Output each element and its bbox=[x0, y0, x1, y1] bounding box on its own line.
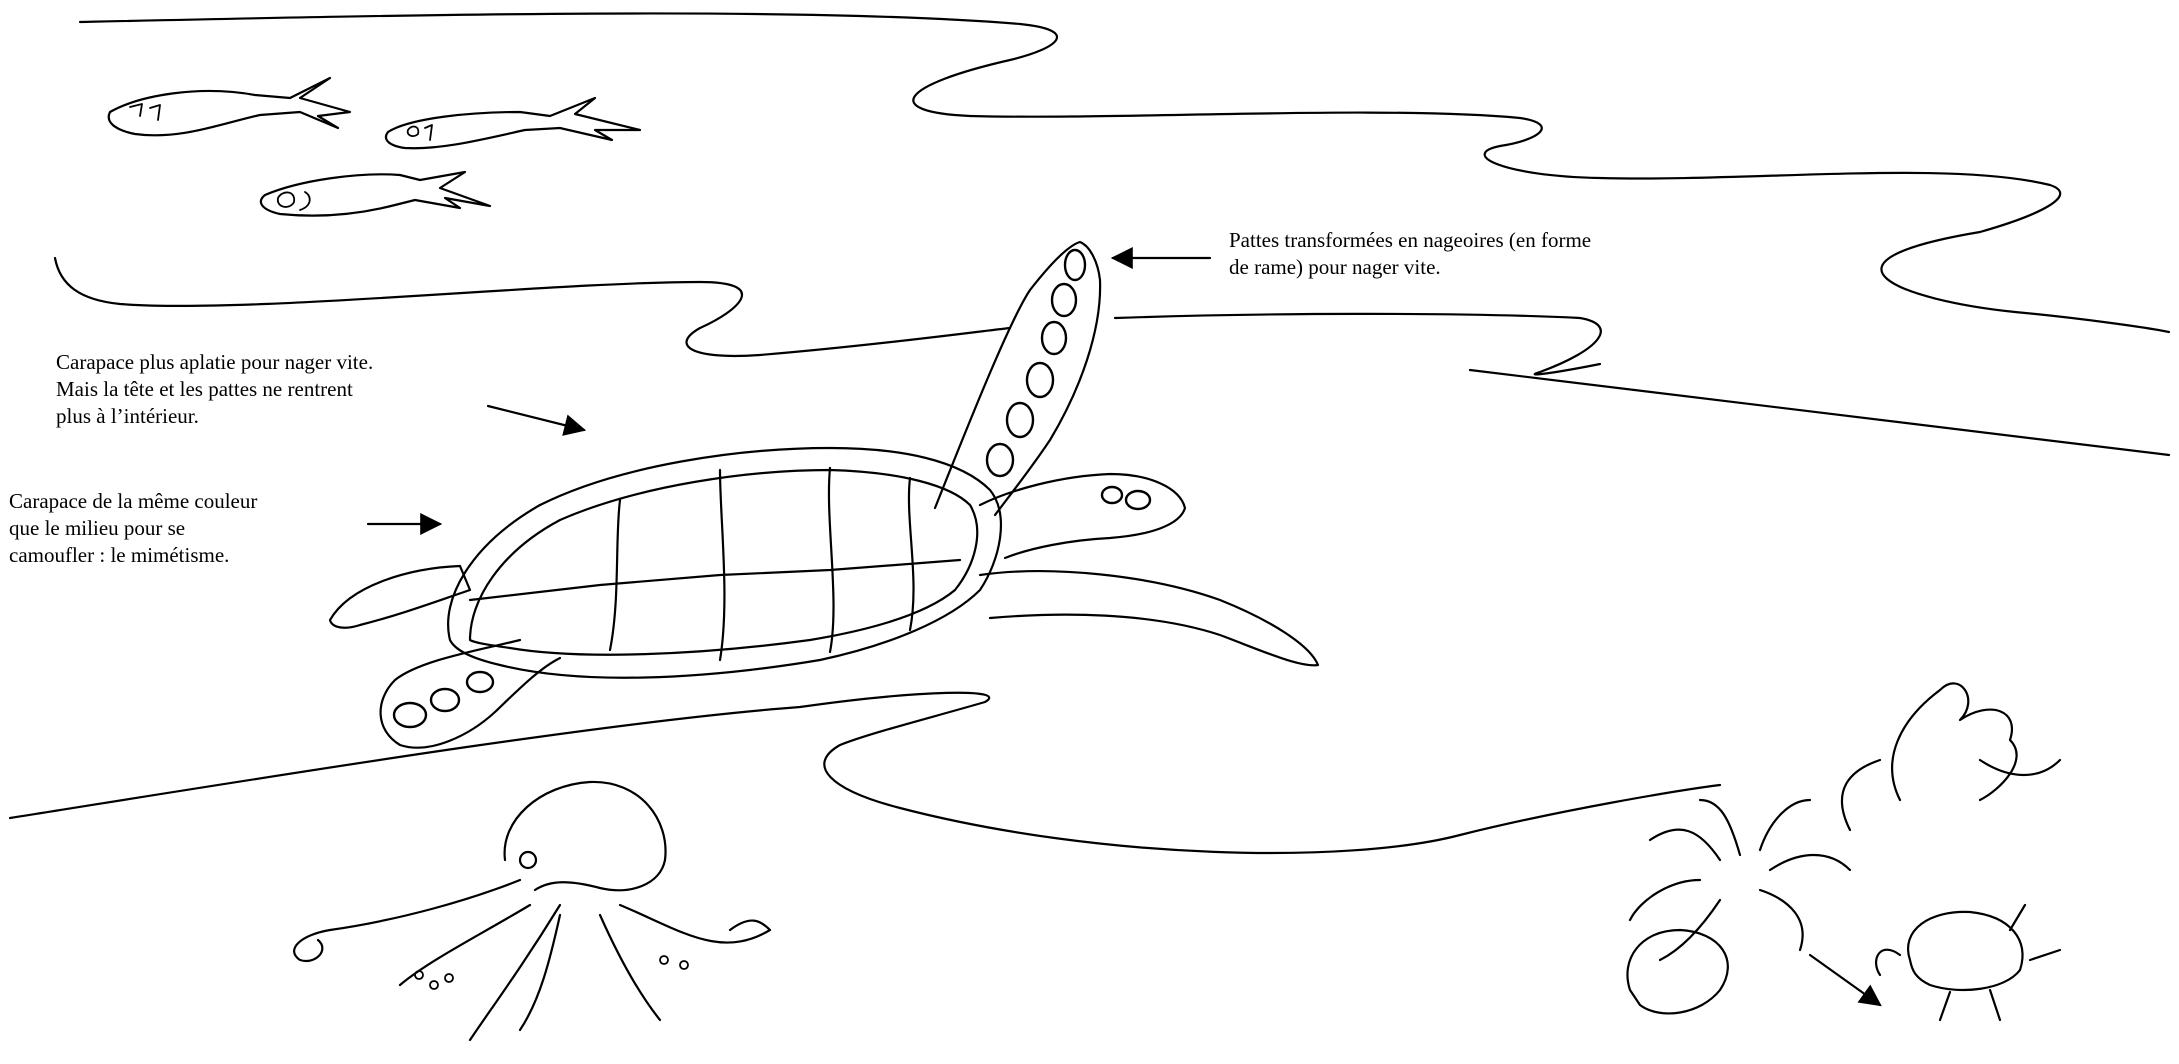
fish-3 bbox=[261, 172, 490, 216]
octopus-suckers bbox=[415, 956, 688, 989]
sea-anemone bbox=[1630, 800, 1850, 960]
wave-line-right-straight bbox=[1470, 370, 2169, 455]
coral-reef bbox=[1627, 683, 2060, 1020]
annotation-arrows bbox=[368, 258, 1880, 1005]
wave-line-right bbox=[1115, 314, 1601, 375]
fish-2-face bbox=[408, 125, 432, 140]
sea-turtle bbox=[330, 242, 1318, 748]
wave-line-bottom bbox=[10, 693, 1720, 853]
fish-group bbox=[109, 78, 640, 216]
wave-line-middle bbox=[55, 258, 1010, 356]
crab-shell bbox=[1908, 912, 2022, 990]
turtle-shell-scute-lines bbox=[470, 468, 960, 660]
reef-rock bbox=[1627, 930, 1727, 1013]
octopus-mantle bbox=[505, 782, 666, 890]
fish-3-face bbox=[278, 192, 310, 210]
wave-lines bbox=[10, 13, 2169, 853]
wave-line-top bbox=[80, 13, 2169, 332]
turtle-front-flipper-raised bbox=[935, 242, 1100, 515]
octopus-eye bbox=[520, 852, 536, 868]
fish-1-face bbox=[130, 104, 160, 120]
arrow-to-shell-flat bbox=[488, 406, 584, 430]
turtle-front-flipper-low bbox=[980, 571, 1318, 665]
crab-claws bbox=[1876, 905, 2060, 1020]
fish-1 bbox=[109, 78, 350, 135]
coral-branches bbox=[1842, 683, 2060, 830]
fish-2 bbox=[386, 98, 640, 148]
octopus bbox=[294, 782, 770, 1040]
octopus-arms bbox=[294, 880, 770, 1040]
arrow-to-crab bbox=[1810, 955, 1880, 1005]
turtle-flipper-scutes bbox=[394, 250, 1150, 727]
turtle-head bbox=[980, 474, 1185, 558]
